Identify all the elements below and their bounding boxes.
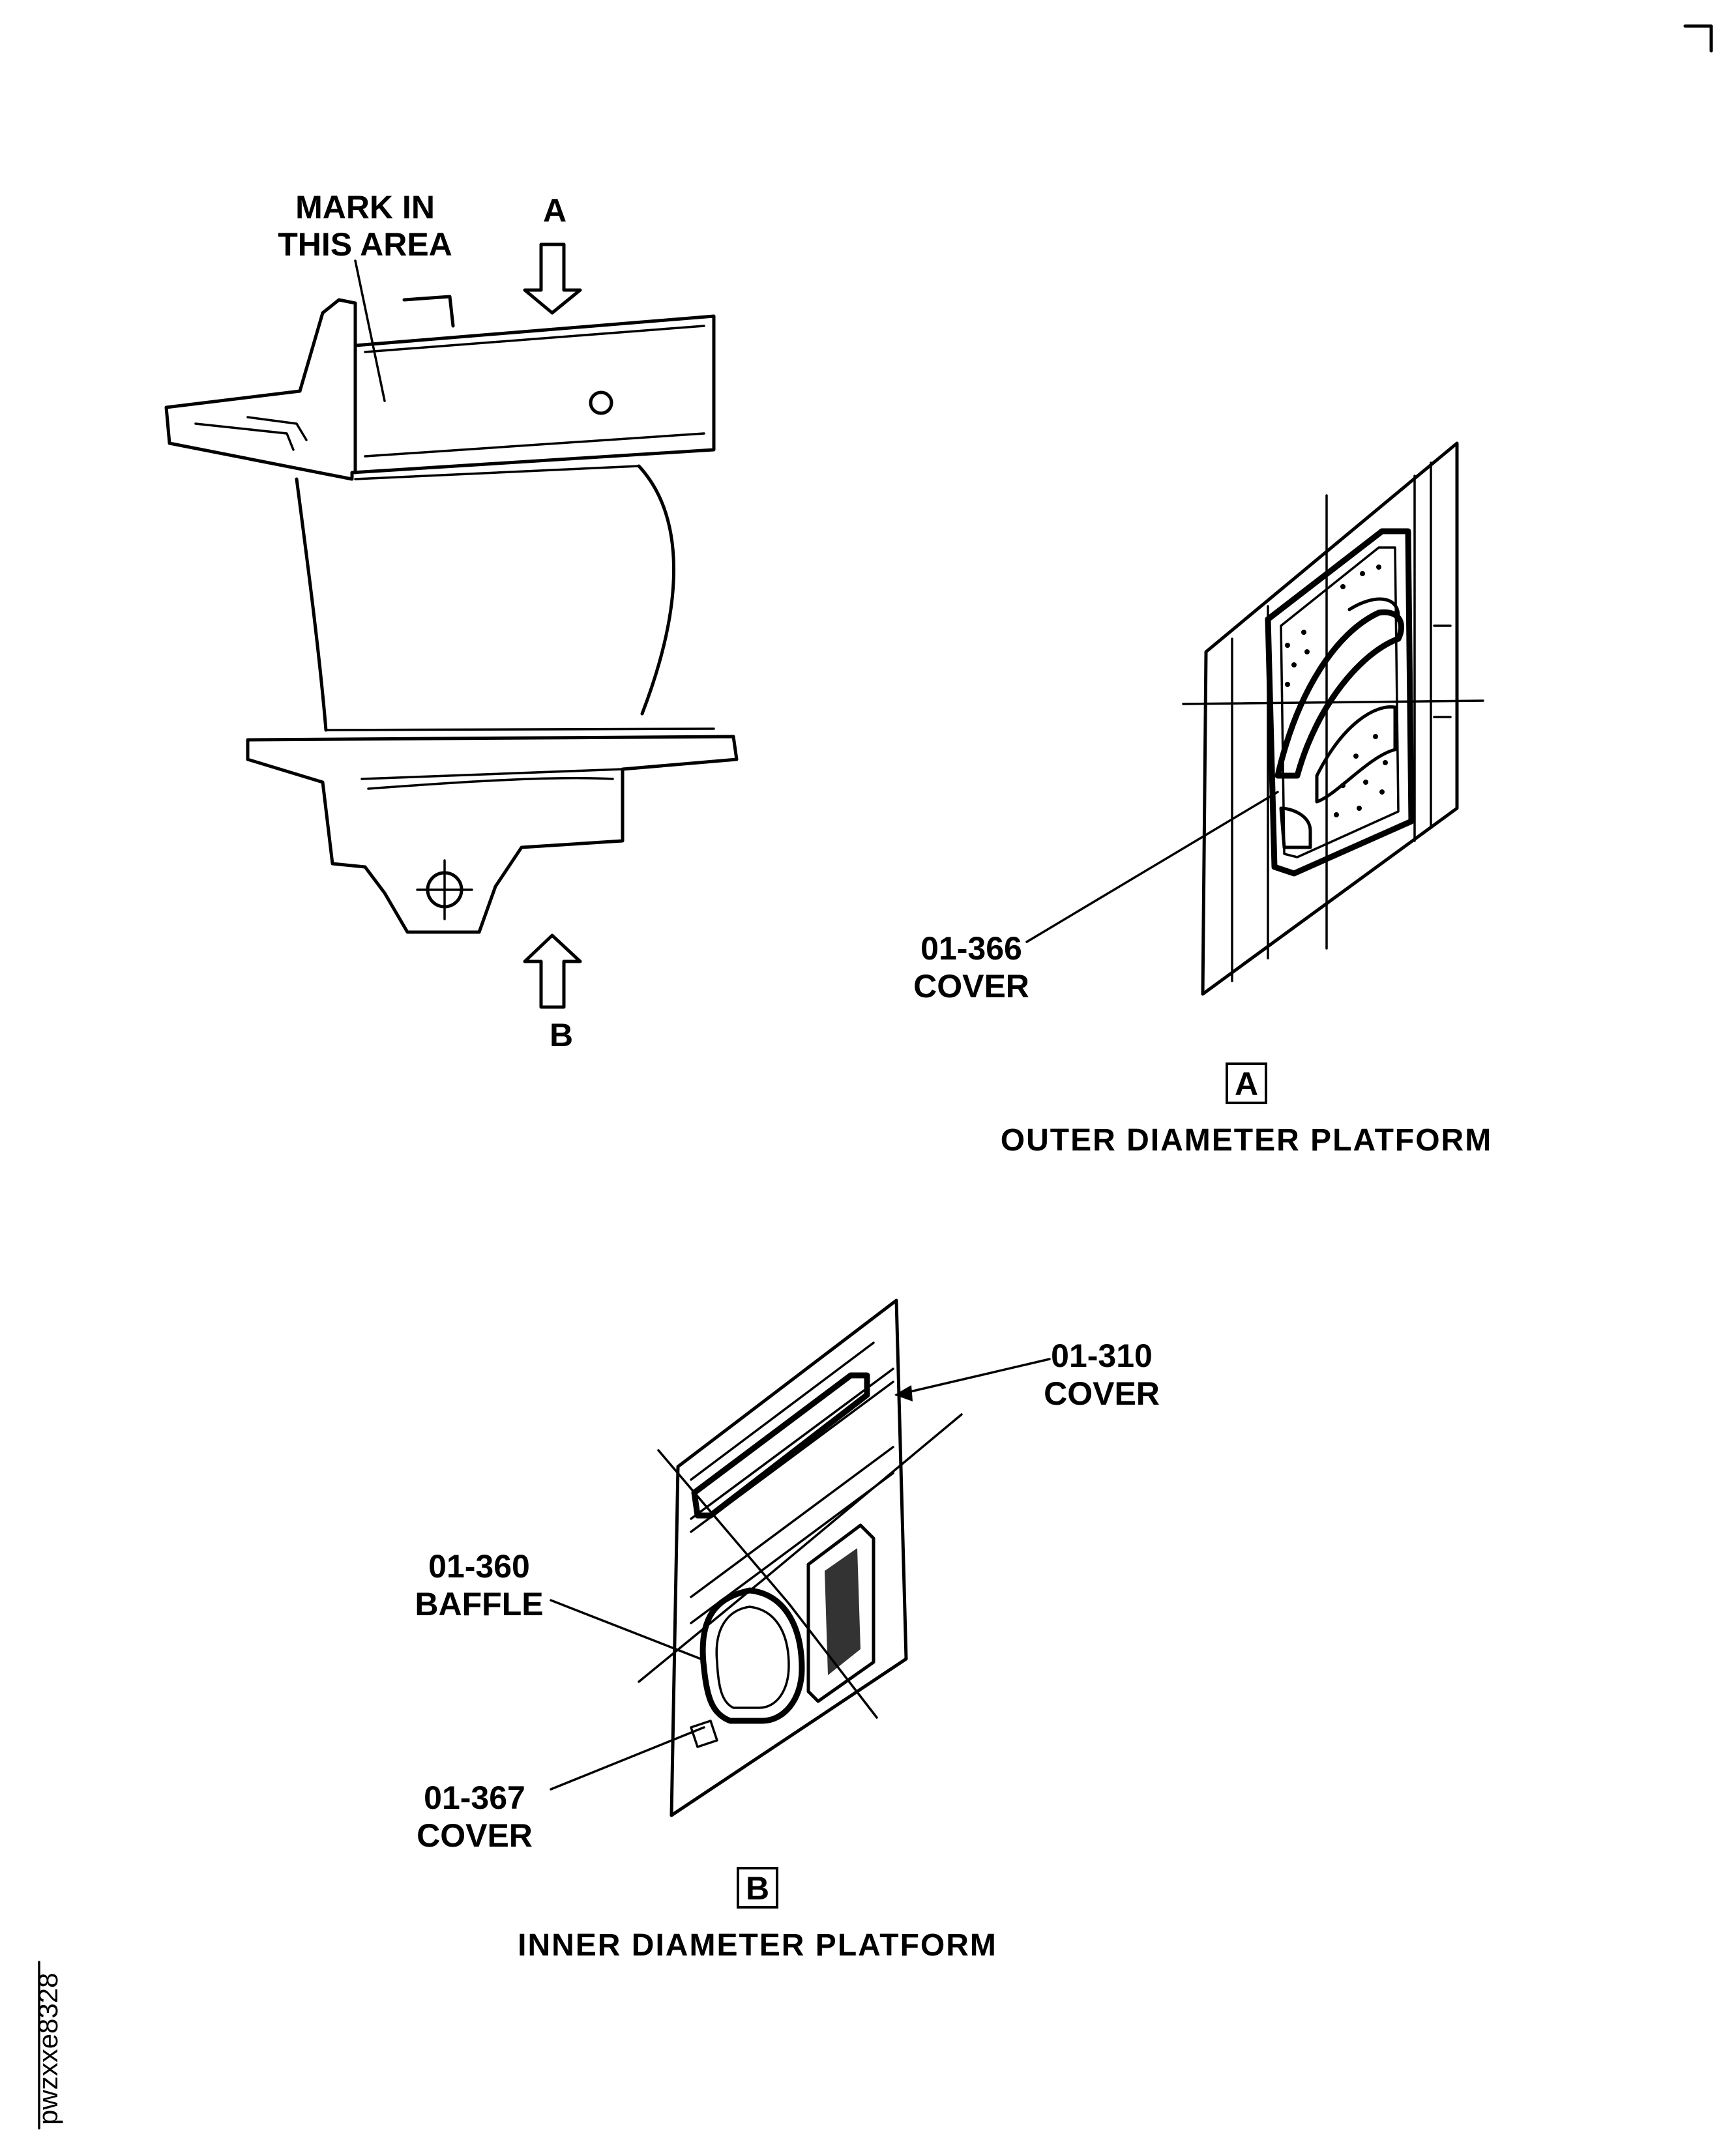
view-a-box-letter: A bbox=[1235, 1066, 1258, 1102]
cover-01-310-number: 01-310 bbox=[1051, 1338, 1153, 1374]
view-a-drawing bbox=[1025, 441, 1484, 996]
cover-01-366-number: 01-366 bbox=[920, 930, 1022, 967]
cover-01-310-name: COVER bbox=[1044, 1375, 1160, 1412]
corner-mark bbox=[1683, 24, 1713, 53]
view-b-box-letter: B bbox=[746, 1870, 769, 1907]
cover-01-367-name: COVER bbox=[417, 1817, 533, 1854]
cover-01-367-number: 01-367 bbox=[424, 1779, 525, 1816]
view-b-drawing bbox=[550, 1298, 1051, 1817]
baffle-01-360-number: 01-360 bbox=[428, 1548, 530, 1585]
baffle-01-360-name: BAFFLE bbox=[415, 1586, 543, 1622]
view-b-caption: INNER DIAMETER PLATFORM bbox=[518, 1928, 997, 1963]
arrow-b-label: B bbox=[550, 1017, 573, 1053]
arrow-a-label: A bbox=[543, 192, 566, 229]
mark-area-label-line1: MARK IN bbox=[295, 189, 435, 226]
view-a-box bbox=[1226, 1062, 1267, 1104]
view-b-box bbox=[737, 1867, 778, 1909]
cover-01-366-name: COVER bbox=[913, 968, 1029, 1004]
view-a-caption: OUTER DIAMETER PLATFORM bbox=[1001, 1123, 1492, 1158]
mark-area-label-line2: THIS AREA bbox=[278, 226, 452, 263]
side-id-label: pwzxxe8328 bbox=[33, 1973, 63, 2125]
vane-segment-drawing bbox=[164, 242, 739, 1009]
